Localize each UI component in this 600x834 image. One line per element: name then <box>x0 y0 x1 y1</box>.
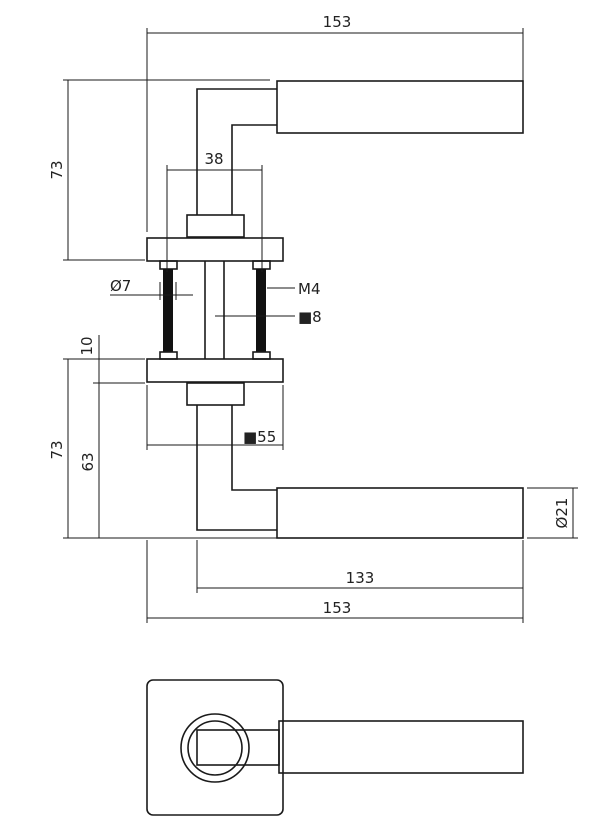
dim-lever-diameter: Ø21 <box>553 498 571 529</box>
dim-overall-width-bottom: 153 <box>323 599 352 617</box>
dim-height-top: 73 <box>48 160 66 179</box>
top-collar <box>186 214 245 238</box>
dim-rose-thickness: 10 <box>78 336 96 355</box>
bottom-rose <box>146 358 284 383</box>
dim-screw-thread: M4 <box>298 280 321 298</box>
dim-rose-square: ■55 <box>243 428 276 446</box>
dim-rose-hole-diameter: Ø7 <box>110 277 131 295</box>
bottom-collar <box>186 382 245 406</box>
dim-spindle-square: ■8 <box>298 308 322 326</box>
top-lever-handle <box>196 80 524 215</box>
top-rose <box>146 237 284 262</box>
dim-height-to-rose: 63 <box>79 452 97 471</box>
dim-screw-spacing: 38 <box>204 150 223 168</box>
dimension-lines <box>63 28 578 623</box>
bottom-lever-handle <box>196 405 524 539</box>
dim-lever-length: 133 <box>346 569 375 587</box>
dim-height-bottom: 73 <box>48 440 66 459</box>
screws <box>159 260 271 360</box>
spindle <box>204 261 225 359</box>
dim-overall-width-top: 153 <box>323 13 352 31</box>
front-view <box>146 679 524 816</box>
